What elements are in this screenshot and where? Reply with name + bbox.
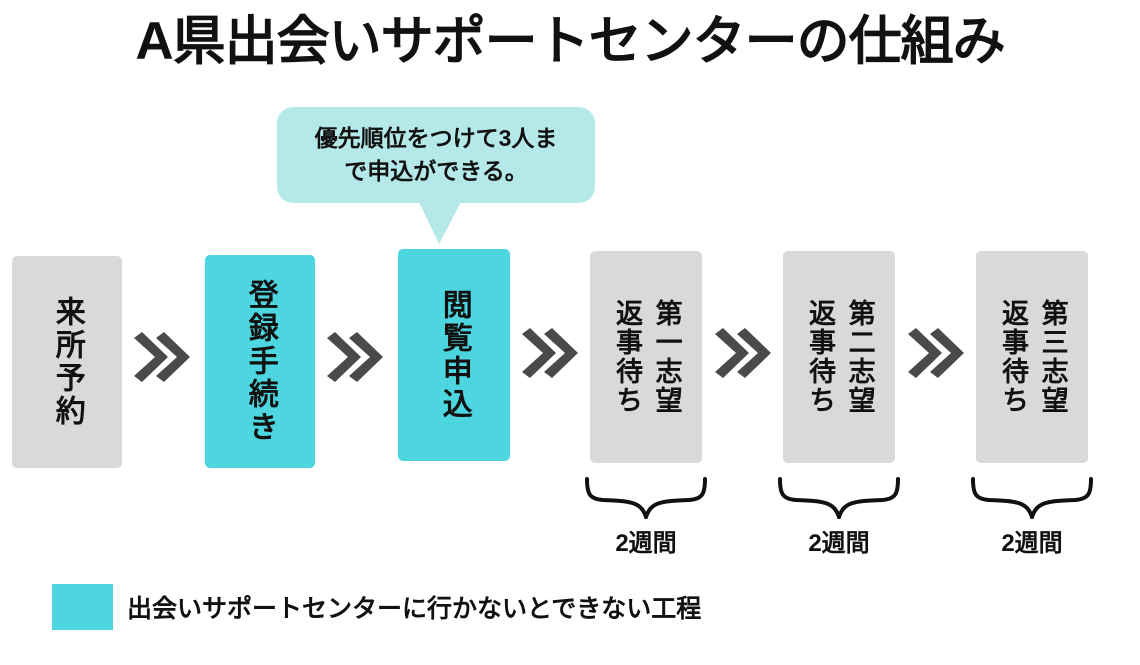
- legend-color-swatch: [52, 584, 113, 630]
- callout-line-1: 優先順位をつけて3人ま: [314, 124, 558, 151]
- duration-label-2: 2週間: [808, 530, 870, 557]
- duration-label-1: 2週間: [615, 530, 677, 557]
- flow-step-1[interactable]: 来所予約: [12, 256, 122, 468]
- flow-step-2-primary-label: 登録手続き: [243, 279, 277, 444]
- flow-step-6-primary-label: 第三志望: [1037, 299, 1068, 415]
- flow-step-1-primary-label: 来所予約: [50, 296, 84, 428]
- flow-step-6-secondary-label: 返事待ち: [998, 299, 1028, 415]
- duration-brace-2: [776, 477, 902, 519]
- flow-step-5-secondary-label: 返事待ち: [805, 299, 835, 415]
- double-chevron-right-icon-3: [516, 318, 578, 388]
- flow-step-5-primary-label: 第二志望: [844, 299, 875, 415]
- flow-step-3[interactable]: 閲覧申込: [398, 249, 510, 461]
- double-chevron-right-icon-4: [709, 318, 771, 388]
- page-title: A県出会いサポートセンターの仕組み: [135, 12, 1005, 71]
- callout-tail: [418, 200, 462, 244]
- callout-bubble: 優先順位をつけて3人ま で申込ができる。: [277, 107, 595, 203]
- flow-step-4-secondary-label: 返事待ち: [612, 299, 642, 415]
- callout-line-2: で申込ができる。: [344, 158, 528, 184]
- duration-label-3: 2週間: [1001, 530, 1063, 557]
- duration-brace-1: [583, 477, 709, 519]
- duration-brace-3: [969, 477, 1095, 519]
- flow-step-4[interactable]: 第一志望 返事待ち: [590, 251, 702, 463]
- flow-step-5[interactable]: 第二志望 返事待ち: [783, 251, 895, 463]
- double-chevron-right-icon-2: [321, 322, 383, 392]
- flow-step-2[interactable]: 登録手続き: [205, 255, 315, 468]
- double-chevron-right-icon-5: [902, 318, 964, 388]
- double-chevron-right-icon-1: [128, 322, 190, 392]
- flow-step-6[interactable]: 第三志望 返事待ち: [976, 251, 1088, 463]
- callout-text: 優先順位をつけて3人ま で申込ができる。: [301, 122, 572, 189]
- legend-label: 出会いサポートセンターに行かないとできない工程: [127, 595, 702, 623]
- flow-step-3-primary-label: 閲覧申込: [437, 289, 471, 421]
- legend: 出会いサポートセンターに行かないとできない工程: [52, 584, 701, 630]
- flow-step-4-primary-label: 第一志望: [651, 299, 682, 415]
